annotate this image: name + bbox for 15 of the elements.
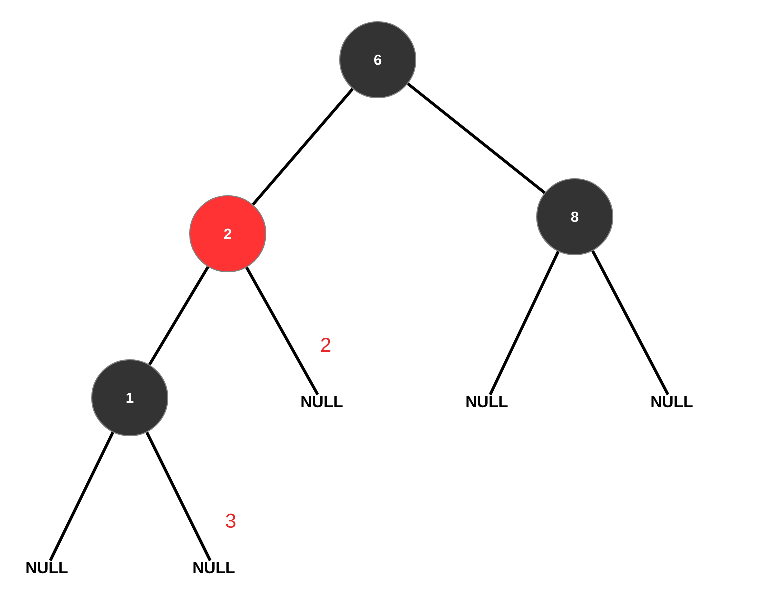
null-leaf-label: NULL bbox=[302, 396, 343, 408]
null-leaf-label: NULL bbox=[26, 562, 68, 574]
tree-edge bbox=[146, 432, 212, 562]
edge-label: 2 bbox=[321, 338, 331, 352]
tree-edge bbox=[592, 250, 670, 396]
tree-edge bbox=[252, 88, 354, 206]
edge-label: 3 bbox=[226, 514, 236, 528]
tree-edge bbox=[246, 266, 320, 396]
null-leaf-label: NULL bbox=[652, 396, 693, 408]
tree-edge bbox=[407, 82, 546, 194]
null-leaf-label: NULL bbox=[466, 396, 508, 408]
null-leaf-label: NULL bbox=[194, 562, 235, 574]
tree-edge bbox=[49, 432, 114, 562]
tree-edge bbox=[489, 251, 560, 396]
tree-edge bbox=[148, 266, 210, 366]
